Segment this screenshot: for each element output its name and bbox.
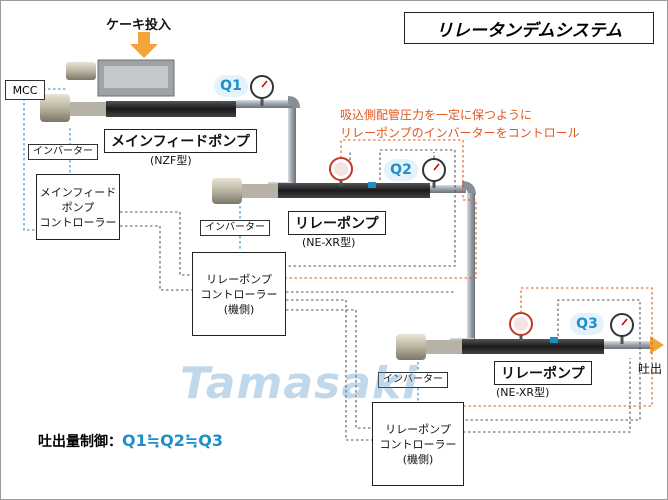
relay-pump-2-model: (NE-XR型) (496, 386, 550, 399)
relay-controller-2-line3: (機側) (402, 452, 434, 466)
mcc-box: MCC (5, 80, 45, 100)
relay-controller-1-line1: リレーポンプ (206, 272, 272, 286)
inverter-relay-1: インバーター (200, 220, 270, 236)
motor (212, 178, 242, 204)
pressure-gauge-icon (422, 158, 446, 188)
pressure-gauge-icon (610, 313, 634, 344)
pressure-sensor-icon (509, 312, 533, 341)
main-controller-line1: メインフィード (39, 185, 117, 199)
relay-controller-1-line3: (機側) (223, 302, 255, 316)
discharge-label: 吐出 (638, 362, 663, 376)
main-pump-controller: メインフィード ポンプ コントローラー (36, 174, 120, 240)
relay-pump-1-model: (NE-XR型) (302, 236, 356, 249)
main-pump-name: メインフィードポンプ (104, 129, 257, 153)
pipe-segment (236, 100, 292, 108)
pipe-segment (467, 193, 475, 341)
stator (278, 183, 430, 198)
flow-q2: Q2 (384, 159, 418, 181)
stator (462, 339, 604, 354)
pressure-gauge-icon (250, 75, 274, 106)
flow-control: 吐出量制御：Q1≒Q2≒Q3 (38, 431, 223, 451)
pipe-segment (288, 108, 296, 188)
motor (40, 94, 70, 122)
stator (106, 101, 236, 117)
inverter-relay-2: インバーター (378, 372, 448, 388)
flow-control-label: 吐出量制御： (38, 434, 122, 450)
flow-sensor (550, 337, 558, 343)
flow-control-value: Q1≒Q2≒Q3 (122, 431, 224, 450)
relay-pump-1-name: リレーポンプ (288, 211, 386, 235)
relay-pump-2-name: リレーポンプ (494, 361, 592, 385)
pipe-segment (430, 185, 466, 193)
main-controller-line3: コントローラー (39, 215, 117, 229)
motor (396, 334, 426, 360)
main-pump-model: (NZF型) (150, 154, 192, 167)
relay-controller-1-line2: コントローラー (200, 287, 278, 301)
diagram-title: リレータンデムシステム (404, 12, 654, 44)
main-controller-line2: ポンプ (61, 200, 95, 214)
control-note-line2: リレーポンプのインバーターをコントロール (340, 126, 580, 140)
flow-sensor (368, 182, 376, 188)
relay-controller-1: リレーポンプ コントローラー (機側) (192, 252, 286, 336)
inverter-main: インバーター (28, 144, 98, 160)
pipe-segment (604, 341, 654, 349)
flow-q1: Q1 (214, 75, 248, 97)
control-note-line1: 吸込側配管圧力を一定に保つように (340, 108, 533, 122)
cake-input-arrow (130, 32, 158, 58)
pressure-sensor-icon (329, 157, 353, 186)
watermark-logo: Tamasaki (180, 358, 419, 409)
relay-controller-2-line1: リレーポンプ (385, 422, 451, 436)
relay-controller-2-line2: コントローラー (379, 437, 457, 451)
flow-q3: Q3 (570, 313, 604, 335)
cake-input-label: ケーキ投入 (106, 18, 172, 33)
discharge-arrow (650, 336, 664, 354)
relay-controller-2: リレーポンプ コントローラー (機側) (372, 402, 464, 486)
